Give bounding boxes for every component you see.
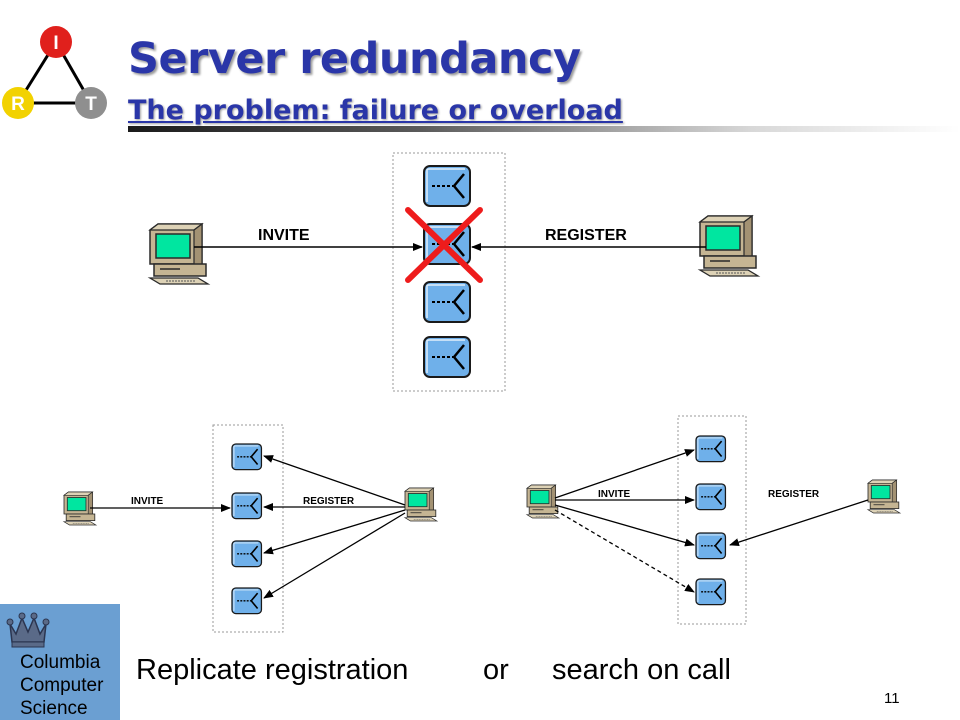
register-label: REGISTER bbox=[303, 496, 355, 507]
caller-computer-icon bbox=[526, 484, 560, 519]
register-arrow bbox=[263, 509, 406, 555]
red-x-icon bbox=[405, 207, 483, 283]
callee-computer-icon bbox=[699, 215, 759, 277]
slide-title: Server redundancy bbox=[128, 34, 581, 84]
server-icon bbox=[695, 578, 727, 606]
server-cluster-box bbox=[392, 152, 506, 392]
columbia-line3: Science bbox=[20, 698, 88, 719]
register-label: REGISTER bbox=[545, 227, 627, 244]
callee-computer-icon bbox=[867, 479, 901, 514]
invite-dashed-arrow bbox=[554, 509, 695, 593]
invite-label: INVITE bbox=[598, 489, 631, 500]
server-icon bbox=[695, 532, 727, 560]
register-arrow bbox=[263, 512, 406, 599]
server-cluster-box bbox=[212, 424, 284, 633]
server-icon bbox=[231, 540, 263, 568]
slide-subtitle: The problem: failure or overload bbox=[128, 95, 623, 126]
left-diagram: INVITE REGISTER bbox=[63, 424, 438, 633]
callee-computer-icon bbox=[404, 487, 438, 522]
register-label: REGISTER bbox=[768, 489, 820, 500]
right-diagram: INVITE REGISTER bbox=[526, 415, 901, 625]
server-icon bbox=[422, 335, 472, 379]
server-icon bbox=[422, 164, 472, 208]
logo-r-circle bbox=[2, 87, 34, 119]
logo-t-circle bbox=[75, 87, 107, 119]
register-arrow bbox=[263, 455, 406, 506]
columbia-line2: Computer bbox=[20, 675, 104, 696]
invite-arrow bbox=[554, 449, 695, 499]
top-diagram: INVITE REGISTER bbox=[149, 152, 759, 392]
server-icon bbox=[231, 587, 263, 615]
invite-label: INVITE bbox=[258, 227, 310, 244]
server-icon bbox=[231, 492, 263, 520]
title-underline-rule bbox=[128, 126, 960, 132]
caller-computer-icon bbox=[149, 223, 209, 285]
register-arrow bbox=[729, 499, 869, 547]
caption-left: Replicate registration bbox=[136, 654, 409, 686]
server-icon bbox=[231, 443, 263, 471]
invite-label: INVITE bbox=[131, 496, 164, 507]
crown-icon bbox=[6, 612, 50, 648]
caption-right: search on call bbox=[552, 654, 731, 686]
columbia-line1: Columbia bbox=[20, 652, 101, 673]
columbia-logo: Columbia Computer Science bbox=[0, 604, 120, 720]
server-icon bbox=[422, 280, 472, 324]
logo-r-letter: R bbox=[11, 94, 25, 115]
server-icon bbox=[695, 483, 727, 511]
page-number: 11 bbox=[884, 690, 900, 707]
irt-logo: I R T bbox=[2, 26, 107, 119]
server-icon bbox=[695, 435, 727, 463]
invite-arrow bbox=[554, 504, 695, 547]
logo-i-letter: I bbox=[53, 33, 58, 54]
caption-middle: or bbox=[483, 654, 509, 686]
server-cluster-box bbox=[677, 415, 747, 625]
logo-t-letter: T bbox=[85, 94, 97, 115]
logo-i-circle bbox=[40, 26, 72, 58]
